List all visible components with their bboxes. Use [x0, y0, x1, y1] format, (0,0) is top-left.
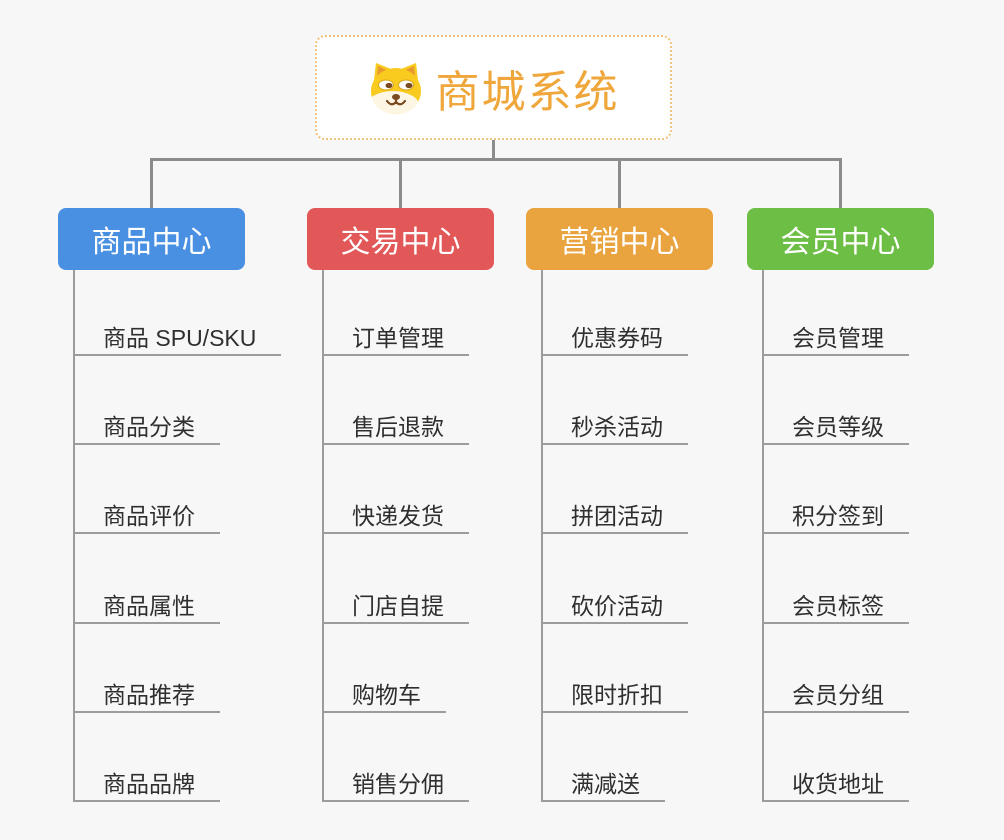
leaf-node[interactable]: 砍价活动 — [541, 593, 688, 624]
leaf-node[interactable]: 会员标签 — [762, 593, 909, 624]
leaf-node[interactable]: 商品推荐 — [73, 682, 220, 713]
root-stem-connector — [492, 140, 495, 161]
leaf-node[interactable]: 会员管理 — [762, 325, 909, 356]
leaf-node[interactable]: 会员分组 — [762, 682, 909, 713]
branch-node-trade-center[interactable]: 交易中心 — [307, 208, 494, 270]
leaf-node[interactable]: 秒杀活动 — [541, 414, 688, 445]
trunk-line-member — [762, 270, 764, 802]
root-node-mall-system[interactable]: 商城系统 — [315, 35, 672, 140]
leaf-node[interactable]: 优惠券码 — [541, 325, 688, 356]
drop-connector-member — [839, 160, 842, 208]
branch-bus-connector — [150, 158, 842, 161]
leaf-node[interactable]: 购物车 — [322, 682, 446, 713]
leaf-node[interactable]: 门店自提 — [322, 593, 469, 624]
branch-node-member-center[interactable]: 会员中心 — [747, 208, 934, 270]
drop-connector-trade — [399, 160, 402, 208]
leaf-node[interactable]: 收货地址 — [762, 771, 909, 802]
root-title: 商城系统 — [435, 67, 620, 117]
drop-connector-product — [150, 160, 153, 208]
leaf-node[interactable]: 订单管理 — [322, 325, 469, 356]
trunk-line-marketing — [541, 270, 543, 802]
trunk-line-product — [73, 270, 75, 802]
leaf-node[interactable]: 商品 SPU/SKU — [73, 325, 282, 356]
leaf-node[interactable]: 商品品牌 — [73, 771, 220, 802]
branch-node-product-center[interactable]: 商品中心 — [58, 208, 245, 270]
leaf-node[interactable]: 会员等级 — [762, 414, 909, 445]
leaf-node[interactable]: 商品分类 — [73, 414, 220, 445]
leaf-node[interactable]: 限时折扣 — [541, 682, 688, 713]
leaf-node[interactable]: 满减送 — [541, 771, 665, 802]
leaf-node[interactable]: 积分签到 — [762, 503, 909, 534]
leaf-node[interactable]: 快递发货 — [322, 503, 469, 534]
dog-face-icon — [370, 62, 421, 114]
leaf-node[interactable]: 售后退款 — [322, 414, 469, 445]
leaf-node[interactable]: 销售分佣 — [322, 771, 469, 802]
trunk-line-trade — [322, 270, 324, 802]
branch-node-marketing-center[interactable]: 营销中心 — [526, 208, 713, 270]
leaf-node[interactable]: 拼团活动 — [541, 503, 688, 534]
drop-connector-marketing — [618, 160, 621, 208]
leaf-node[interactable]: 商品评价 — [73, 503, 220, 534]
leaf-node[interactable]: 商品属性 — [73, 593, 220, 624]
